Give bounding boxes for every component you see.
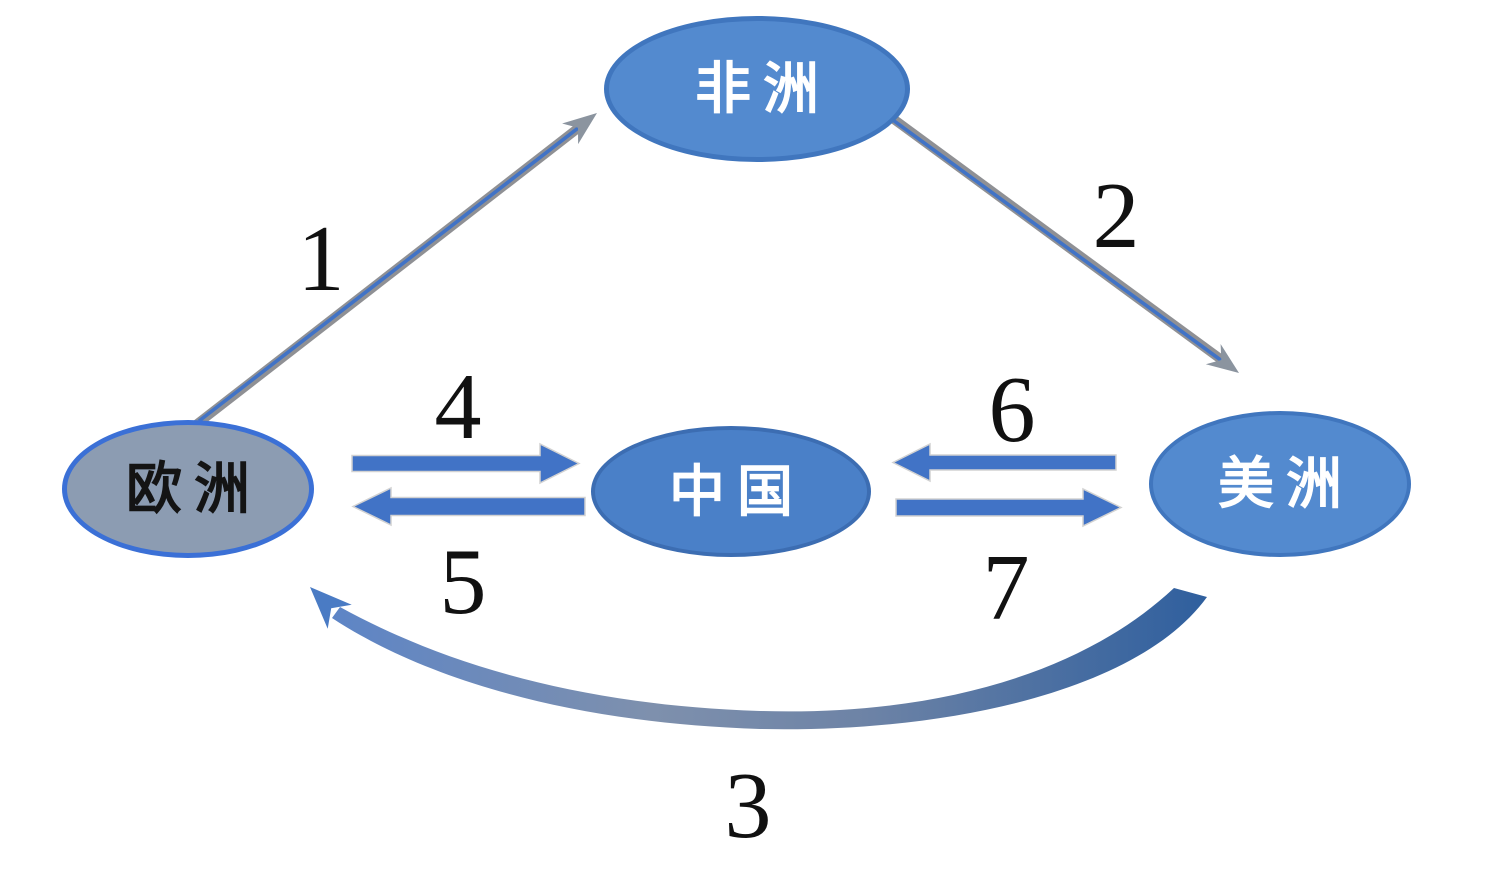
arrow-3-band xyxy=(332,588,1207,730)
arrow-1-europe-to-africa xyxy=(194,113,597,428)
node-europe: 欧洲 xyxy=(62,420,314,558)
node-africa-label: 非洲 xyxy=(695,56,831,122)
arrow-3-head-icon xyxy=(310,587,352,629)
edge-label-5: 5 xyxy=(439,530,487,634)
arrow-1-head-icon xyxy=(562,113,597,145)
edge-label-6: 6 xyxy=(988,358,1036,462)
node-europe-label: 欧洲 xyxy=(126,456,262,522)
arrow-7-china-to-americas xyxy=(895,487,1123,528)
edge-label-3: 3 xyxy=(724,754,772,858)
node-americas: 美洲 xyxy=(1149,411,1411,557)
edge-label-2: 2 xyxy=(1092,164,1140,268)
node-americas-label: 美洲 xyxy=(1218,451,1354,517)
node-africa: 非洲 xyxy=(604,16,910,162)
node-china: 中国 xyxy=(591,426,871,557)
arrow-2-head-icon xyxy=(1205,344,1239,373)
arrow-5-china-to-europe xyxy=(351,486,586,527)
node-china-label: 中国 xyxy=(669,458,805,525)
arrow-6-americas-to-china xyxy=(891,442,1117,483)
edge-label-1: 1 xyxy=(297,207,345,311)
edge-label-4: 4 xyxy=(434,355,482,459)
arrow-3-americas-to-europe xyxy=(310,587,1207,730)
edge-label-7: 7 xyxy=(982,536,1030,640)
arrow-2-africa-to-americas xyxy=(866,97,1239,373)
arrow-4-europe-to-china xyxy=(351,442,581,485)
